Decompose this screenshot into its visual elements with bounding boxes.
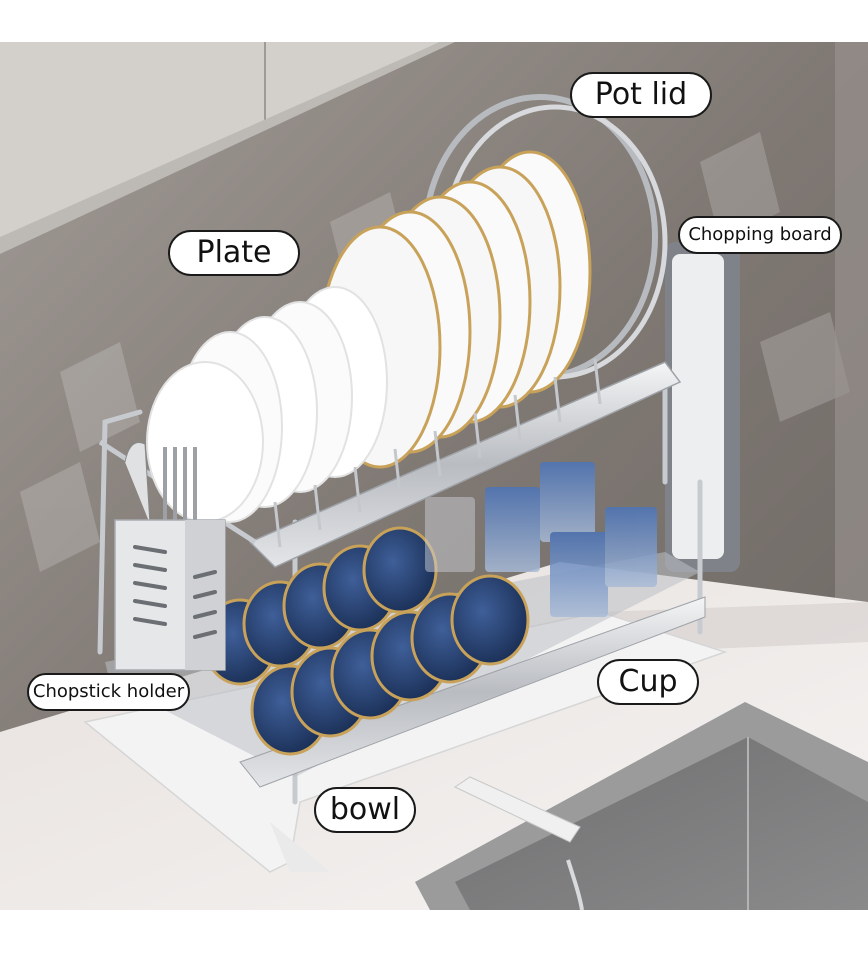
chopping-board-callout: Chopping board <box>678 216 842 254</box>
pot-lid-callout: Pot lid <box>570 72 712 118</box>
cup-callout: Cup <box>597 659 699 705</box>
bowl-callout: bowl <box>314 787 416 833</box>
plate-callout: Plate <box>168 230 300 276</box>
dish-rack-illustration <box>0 42 868 910</box>
chopstick-holder-callout: Chopstick holder <box>27 673 190 711</box>
product-photo <box>0 42 868 910</box>
